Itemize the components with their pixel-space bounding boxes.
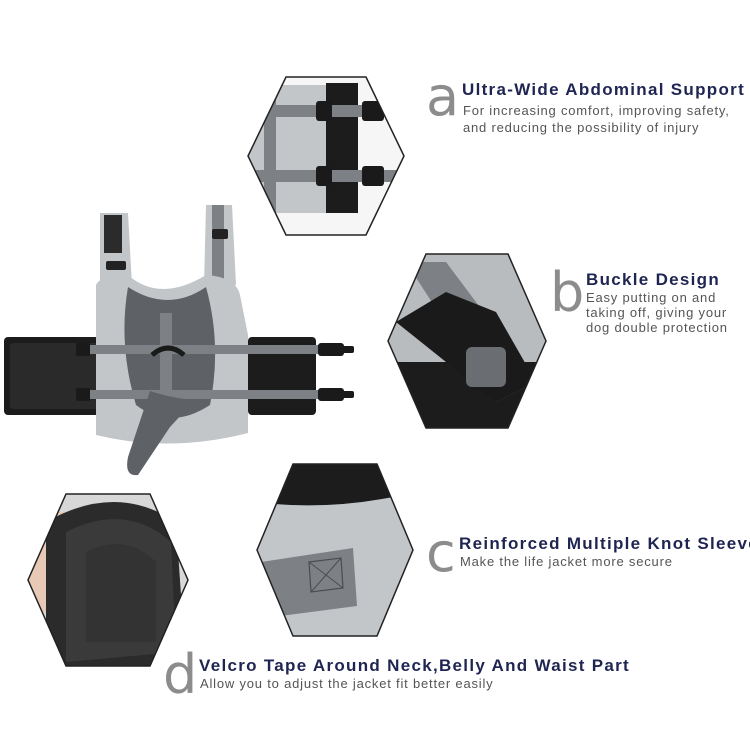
hexagon-image-buckle bbox=[386, 252, 548, 430]
hexagon-image-abdominal-support bbox=[246, 75, 406, 237]
feature-title-buckle-design: Buckle Design bbox=[586, 270, 721, 289]
feature-letter-b: b bbox=[550, 261, 585, 324]
feature-title-abdominal-support: Ultra-Wide Abdominal Support bbox=[462, 80, 746, 99]
feature-letter-d: d bbox=[163, 643, 198, 706]
feature-desc-line: Easy putting on and bbox=[586, 290, 717, 305]
hexagon-image-knot-sleeve bbox=[255, 462, 415, 638]
feature-desc-line: Allow you to adjust the jacket fit bette… bbox=[200, 676, 494, 691]
feature-letter-c: c bbox=[426, 521, 456, 584]
feature-desc-line: and reducing the possibility of injury bbox=[463, 120, 700, 135]
feature-desc-line: taking off, giving your bbox=[586, 305, 728, 320]
hexagon-image-velcro bbox=[26, 492, 190, 668]
feature-desc-line: For increasing comfort, improving safety… bbox=[463, 103, 730, 118]
life-jacket-image bbox=[0, 195, 370, 485]
feature-desc-line: Make the life jacket more secure bbox=[460, 554, 673, 569]
feature-letter-a: a bbox=[426, 65, 460, 128]
feature-title-knot-sleeve: Reinforced Multiple Knot Sleeve bbox=[459, 534, 750, 553]
feature-title-velcro-tape: Velcro Tape Around Neck,Belly And Waist … bbox=[199, 656, 630, 675]
feature-desc-line: dog double protection bbox=[586, 320, 728, 335]
